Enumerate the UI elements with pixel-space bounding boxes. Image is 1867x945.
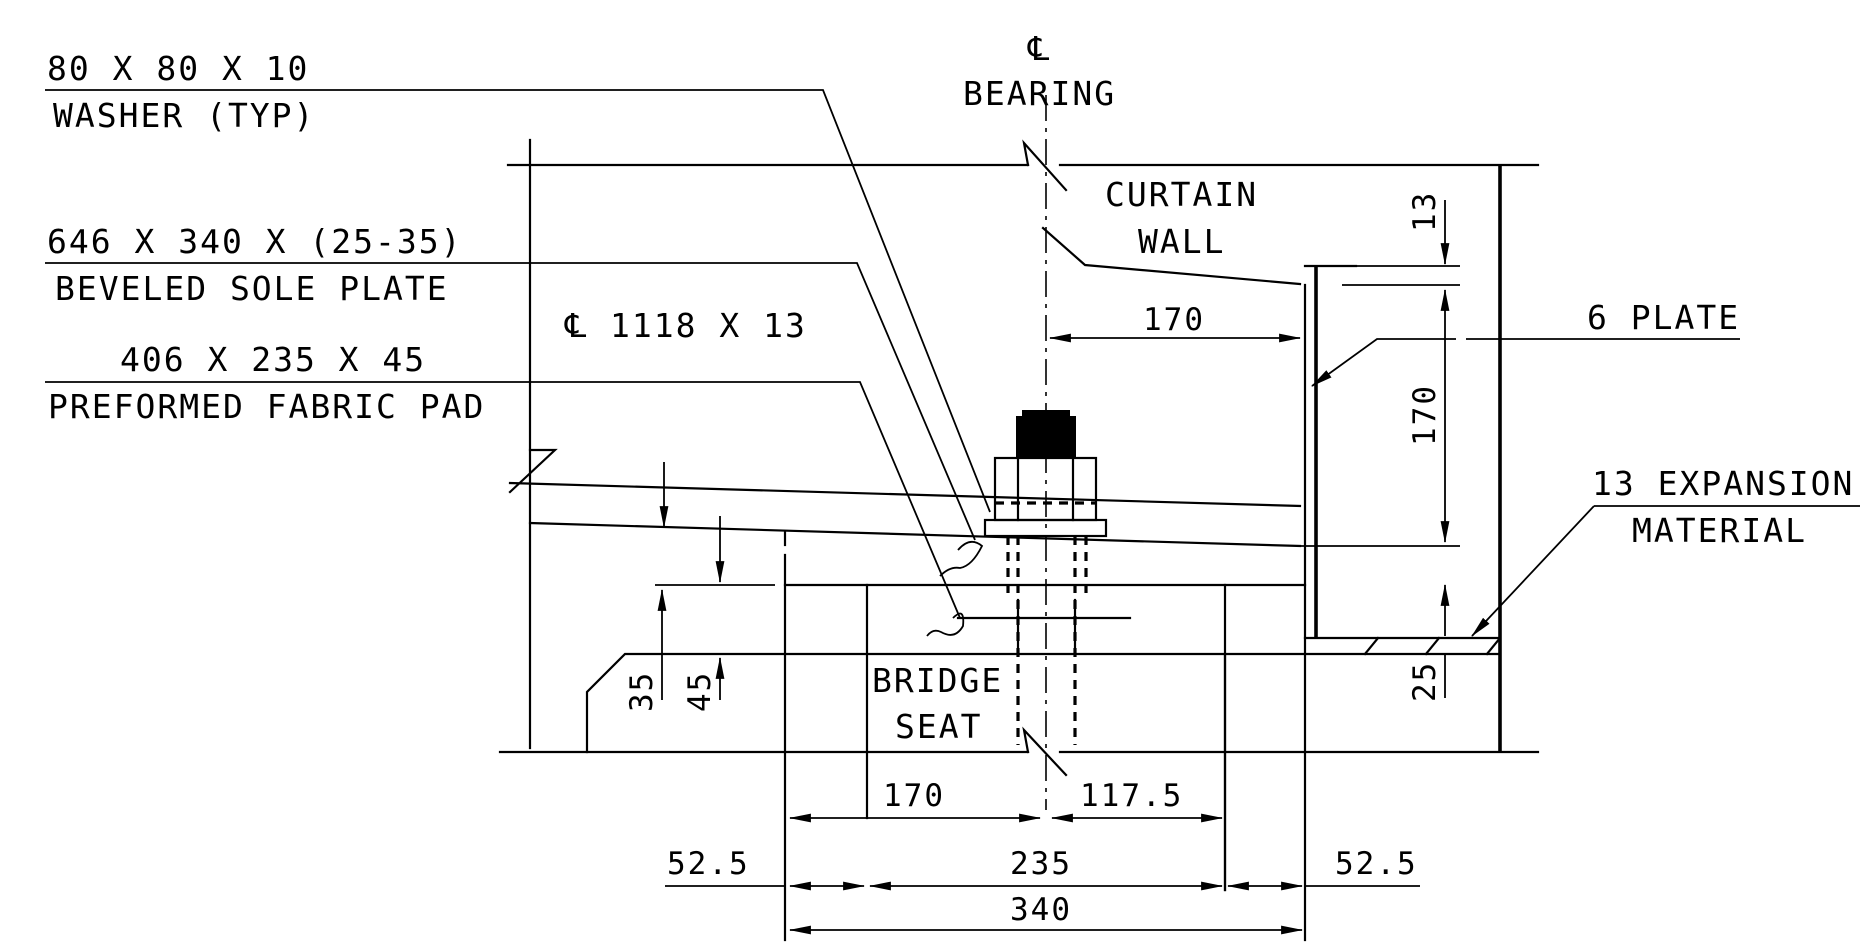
plate-callout-label: ℄ 1118 X 13 [564,306,807,345]
dim-52-5-left: 52.5 [667,846,750,882]
bearing-label: BEARING [963,74,1116,113]
annotation-text: 80 X 80 X 10 WASHER (TYP) 646 X 340 X (2… [47,29,1854,928]
sole-plate-size-label: 646 X 340 X (25-35) [47,222,463,261]
dim-45: 45 [682,671,718,712]
sole-plate-desc-label: BEVELED SOLE PLATE [55,269,449,308]
dim-170-horizontal: 170 [1143,302,1205,338]
centerline-symbol: ℄ [1027,29,1051,68]
expansion-material-label-1: 13 EXPANSION [1592,464,1854,503]
bridge-seat-label-1: BRIDGE [872,661,1003,700]
leader-lines [45,89,1860,637]
dim-340: 340 [1010,892,1072,928]
fabric-pad-size-label: 406 X 235 X 45 [120,340,426,379]
washer-desc-label: WASHER (TYP) [53,96,315,135]
anchor-bolt [956,410,1132,745]
dimension-lines [655,200,1460,935]
bridge-seat [585,264,1502,942]
dim-170-vertical: 170 [1407,384,1443,446]
bridge-seat-label-2: SEAT [895,707,982,746]
dim-170-bottom: 170 [883,778,945,814]
washer-size-label: 80 X 80 X 10 [47,49,309,88]
dim-35: 35 [624,671,660,712]
dim-235: 235 [1010,846,1072,882]
dim-13-top: 13 [1407,191,1443,232]
dim-52-5-right: 52.5 [1335,846,1418,882]
curtain-wall-label-1: CURTAIN [1105,175,1258,214]
dim-117-5: 117.5 [1080,778,1183,814]
expansion-material-label-2: MATERIAL [1632,511,1807,550]
curtain-wall-label-2: WALL [1138,222,1225,261]
fabric-pad-desc-label: PREFORMED FABRIC PAD [48,387,485,426]
six-plate-label: 6 PLATE [1587,298,1740,337]
dim-25: 25 [1407,661,1443,702]
